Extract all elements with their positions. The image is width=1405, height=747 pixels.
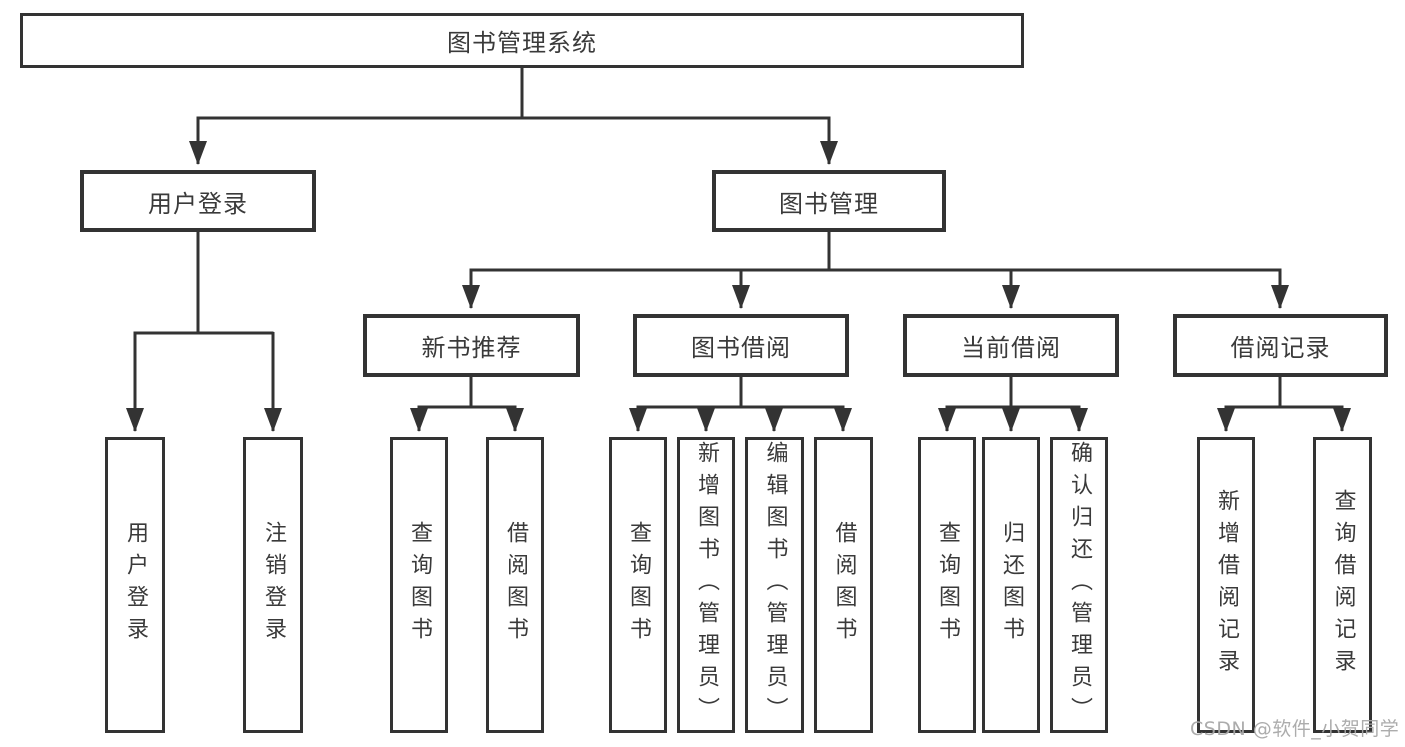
leaf-query-books-current: 查询图书 [918,437,976,733]
csdn-watermark: CSDN @软件_小贺同学 [1190,718,1400,740]
connector-user-login [126,231,282,432]
connector-book-borrowing [629,376,852,432]
leaf-logout: 注销登录 [243,437,303,733]
node-book-management: 图书管理 [712,170,946,232]
leaf-query-books-recommend: 查询图书 [390,437,448,733]
leaf-return-book: 归还图书 [982,437,1040,733]
node-book-borrowing: 图书借阅 [633,314,849,377]
connector-book-management [462,231,1289,309]
connector-new-book-recommend [410,376,524,432]
node-current-borrowing: 当前借阅 [903,314,1119,377]
leaf-borrow-books: 借阅图书 [814,437,873,733]
leaf-query-borrow-record: 查询借阅记录 [1313,437,1372,733]
leaf-borrow-books-recommend: 借阅图书 [486,437,544,733]
node-new-book-recommend: 新书推荐 [363,314,580,377]
leaf-user-login: 用户登录 [105,437,165,733]
connector-root [189,68,838,165]
leaf-add-book-admin: 新增图书（管理员） [677,437,735,733]
leaf-edit-book-admin: 编辑图书（管理员） [745,437,804,733]
node-user-login-branch: 用户登录 [80,170,316,232]
node-borrowing-records: 借阅记录 [1173,314,1388,377]
leaf-add-borrow-record: 新增借阅记录 [1197,437,1255,733]
leaf-query-books-borrowing: 查询图书 [609,437,667,733]
connector-current-borrowing [938,376,1088,432]
connector-borrowing-records [1217,376,1351,432]
node-library-system: 图书管理系统 [20,13,1024,68]
leaf-confirm-return-admin: 确认归还（管理员） [1050,437,1108,733]
